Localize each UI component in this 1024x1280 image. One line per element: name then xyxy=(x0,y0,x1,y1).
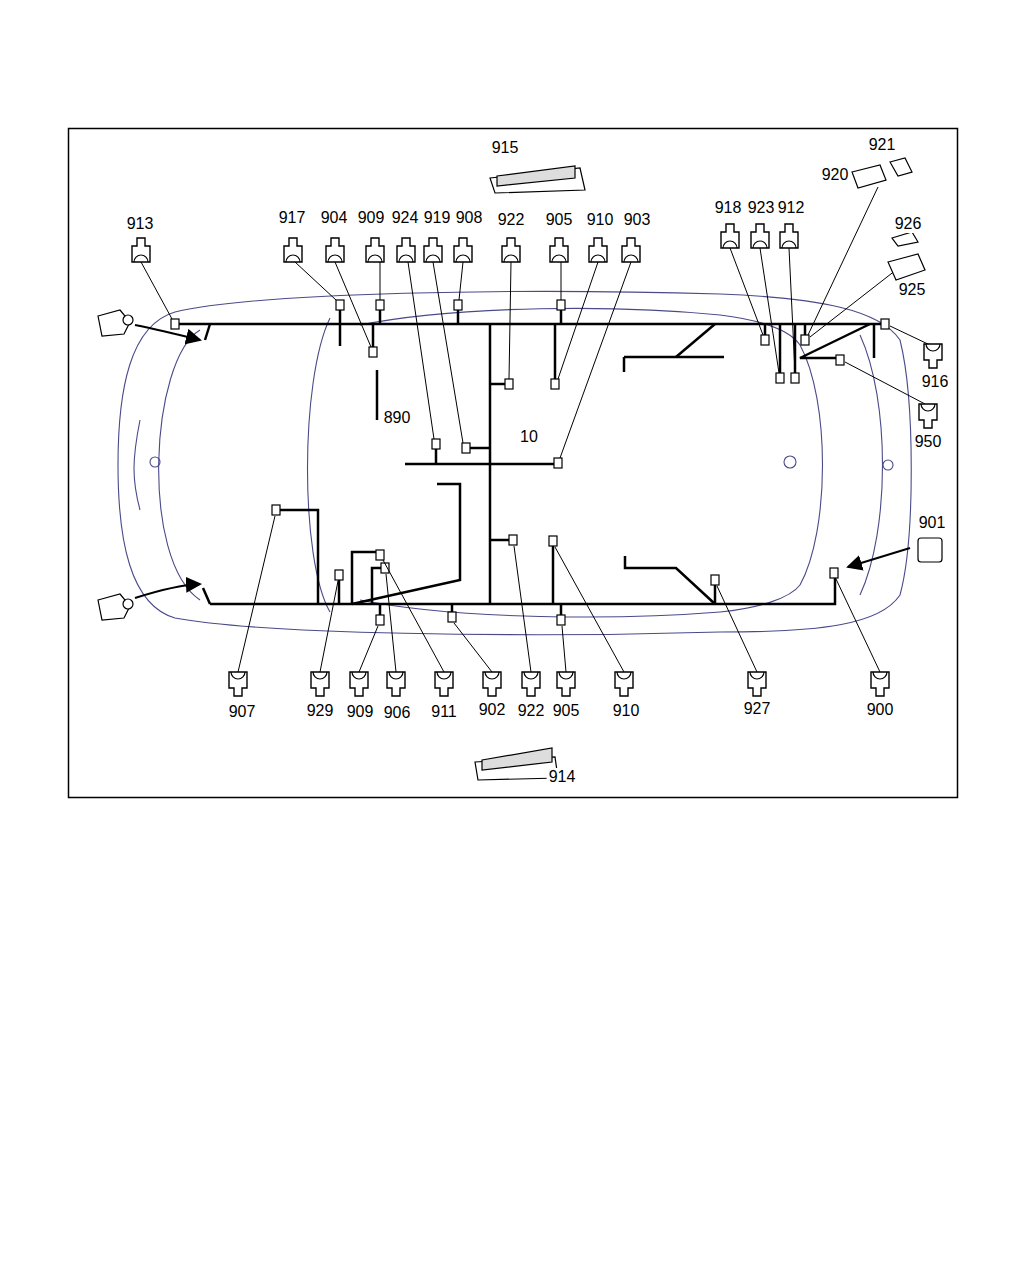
callout-number: 910 xyxy=(585,211,616,229)
callout-number: 922 xyxy=(516,702,547,720)
callout-number: 922 xyxy=(496,211,527,229)
callout-number: 950 xyxy=(913,433,944,451)
callout-number: 927 xyxy=(742,700,773,718)
callout-number: 916 xyxy=(920,373,951,391)
callout-number: 908 xyxy=(454,209,485,227)
callout-number: 890 xyxy=(382,409,413,427)
callout-number: 901 xyxy=(917,514,948,532)
callout-number: 902 xyxy=(477,701,508,719)
callout-number: 926 xyxy=(893,215,924,233)
callout-number: 923 xyxy=(746,199,777,217)
callout-number: 910 xyxy=(611,702,642,720)
callout-number: 900 xyxy=(865,701,896,719)
callout-number: 905 xyxy=(544,211,575,229)
callout-number: 913 xyxy=(125,215,156,233)
callout-number: 903 xyxy=(622,211,653,229)
callout-number: 912 xyxy=(776,199,807,217)
callout-number: 918 xyxy=(713,199,744,217)
callout-number: 907 xyxy=(227,703,258,721)
callout-number: 904 xyxy=(319,209,350,227)
callout-number: 911 xyxy=(429,703,459,721)
callout-number: 914 xyxy=(547,768,578,786)
callout-number: 917 xyxy=(277,209,308,227)
callout-number: 10 xyxy=(518,428,540,446)
callout-number: 919 xyxy=(422,209,453,227)
callout-number: 925 xyxy=(897,281,928,299)
callout-number: 909 xyxy=(345,703,376,721)
callout-number: 920 xyxy=(820,166,851,184)
callout-number: 921 xyxy=(867,136,898,154)
callout-number: 924 xyxy=(390,209,421,227)
callout-number: 906 xyxy=(382,704,413,722)
callout-number: 929 xyxy=(305,702,336,720)
callout-number: 905 xyxy=(551,702,582,720)
callout-number: 915 xyxy=(490,139,521,157)
callout-number: 909 xyxy=(356,209,387,227)
